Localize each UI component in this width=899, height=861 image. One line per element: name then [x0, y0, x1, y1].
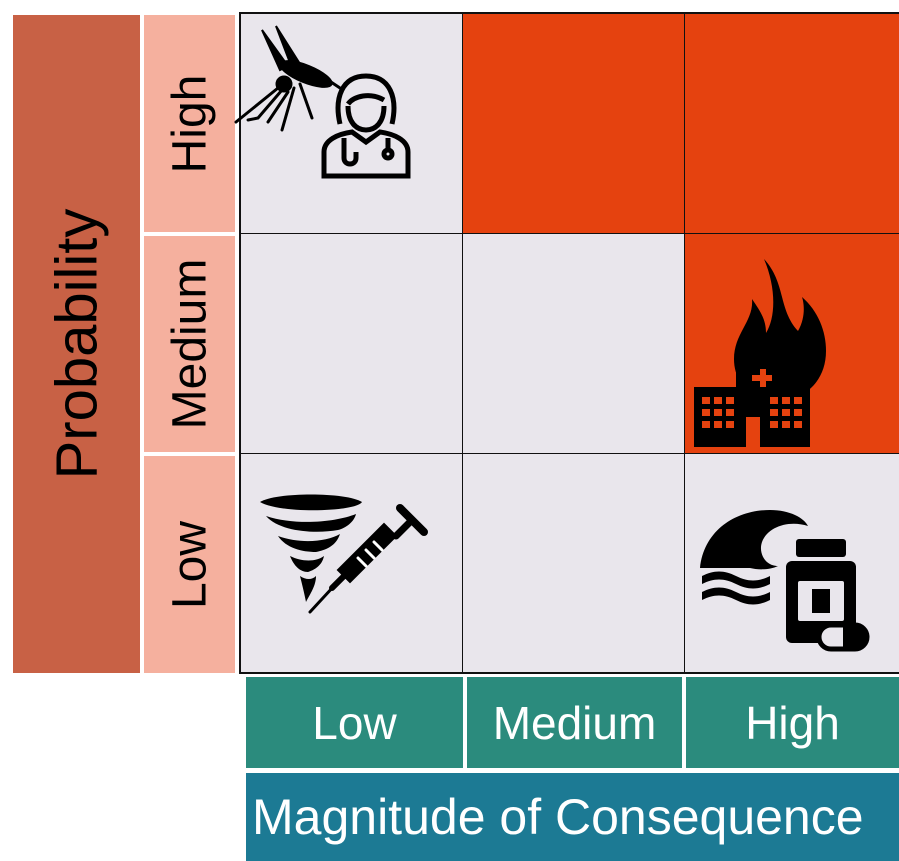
cell-high-prob-high-cons [685, 14, 899, 234]
consequence-level-high-box: High [686, 677, 899, 768]
probability-level-high-box: High [144, 15, 235, 232]
consequence-axis-title: Magnitude of Consequence [252, 789, 864, 845]
consequence-level-low-box: Low [246, 677, 463, 768]
hospital-fire-icon [694, 259, 826, 447]
consequence-level-medium-box: Medium [467, 677, 682, 768]
probability-axis-title-box: Probability [13, 15, 140, 673]
probability-level-medium-label: Medium [163, 258, 216, 430]
tsunami-icon [700, 510, 808, 605]
doctor-icon [321, 73, 411, 179]
pill-icon [816, 622, 870, 652]
cell-medium-prob-medium-cons [463, 234, 685, 454]
cell-low-prob-medium-cons [463, 454, 685, 672]
consequence-axis-title-box: Magnitude of Consequence [246, 773, 899, 861]
cell-medium-prob-low-cons [241, 234, 463, 454]
consequence-level-low-label: Low [312, 696, 397, 749]
syringe-icon [308, 504, 428, 614]
cell-high-prob-medium-cons [463, 14, 685, 234]
consequence-level-high-label: High [745, 696, 840, 749]
probability-level-high-label: High [163, 74, 216, 173]
probability-axis-title: Probability [44, 208, 109, 480]
probability-level-low-label: Low [163, 520, 216, 609]
tornado-icon [260, 494, 362, 602]
mosquito-icon [234, 25, 342, 132]
probability-level-medium-box: Medium [144, 236, 235, 452]
probability-level-low-box: Low [144, 456, 235, 673]
consequence-level-medium-label: Medium [492, 696, 657, 749]
